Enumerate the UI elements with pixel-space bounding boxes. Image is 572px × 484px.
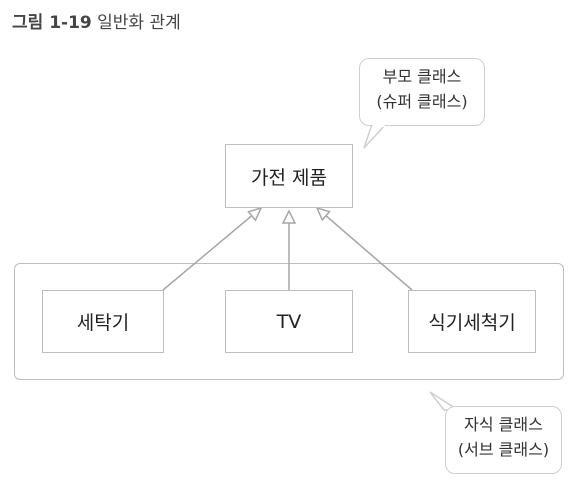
figure-caption: 그림 1-19 일반화 관계: [12, 8, 181, 33]
child-class-box-washer: 세탁기: [42, 290, 164, 353]
arrow-washer-line: [162, 207, 262, 291]
parent-callout-tail-joint: [373, 123, 385, 127]
child-class-box-dishwasher: 식기세척기: [408, 290, 536, 353]
child-class-label-washer: 세탁기: [76, 312, 130, 334]
parent-callout-line1: 부모 클래스: [382, 67, 462, 86]
parent-callout-line2: (슈퍼 클래스): [376, 92, 468, 111]
child-class-callout: 자식 클래스 (서브 클래스): [445, 406, 562, 474]
arrow-dishwasher-line: [316, 207, 413, 291]
child-callout-line2: (서브 클래스): [457, 440, 550, 459]
parent-class-box: 가전 제품: [225, 144, 353, 208]
child-callout-line1: 자식 클래스: [464, 415, 543, 434]
figure-number: 그림 1-19: [12, 13, 92, 33]
arrow-washer-head: [247, 206, 263, 222]
child-class-label-dishwasher: 식기세척기: [428, 312, 516, 334]
child-class-label-tv: TV: [276, 310, 302, 333]
parent-callout-tail: [363, 123, 388, 149]
arrow-tv-head: [281, 209, 297, 224]
parent-class-label: 가전 제품: [251, 166, 327, 189]
child-class-box-tv: TV: [225, 290, 353, 353]
parent-class-callout: 부모 클래스 (슈퍼 클래스): [359, 58, 485, 126]
figure-title: 일반화 관계: [97, 13, 181, 33]
arrow-dishwasher-head: [315, 206, 331, 222]
